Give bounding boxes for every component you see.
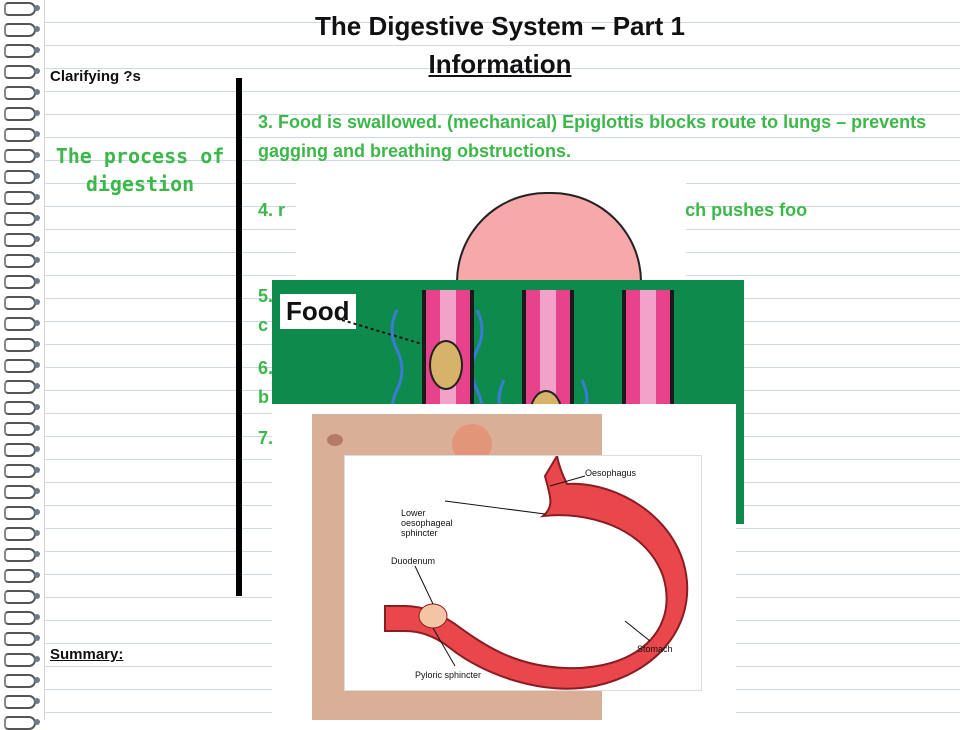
label-oesophagus: Oesophagus (585, 468, 637, 478)
spiral-ring (4, 548, 40, 562)
clarifying-questions-label: Clarifying ?s (50, 68, 141, 85)
stomach-shape (384, 456, 689, 690)
head-illustration (296, 170, 686, 290)
spiral-ring (4, 107, 40, 121)
page-title: The Digestive System – Part 1 (315, 11, 685, 41)
spiral-ring (4, 170, 40, 184)
spiral-ring (4, 296, 40, 310)
spiral-ring (4, 212, 40, 226)
spiral-ring (4, 569, 40, 583)
spiral-ring (4, 716, 40, 730)
label-stomach: Stomach (637, 644, 673, 654)
spiral-ring (4, 422, 40, 436)
spiral-ring (4, 443, 40, 457)
nipple-left (327, 434, 343, 446)
margin-line (44, 0, 45, 720)
spiral-ring (4, 674, 40, 688)
spiral-ring (4, 506, 40, 520)
spiral-ring (4, 527, 40, 541)
spiral-ring (4, 611, 40, 625)
label-pyloric: Pyloric sphincter (415, 670, 482, 680)
head-shape (456, 192, 642, 290)
spiral-ring (4, 2, 40, 16)
spiral-ring (4, 86, 40, 100)
spiral-ring (4, 695, 40, 709)
spiral-ring (4, 653, 40, 667)
food-bolus (429, 340, 463, 390)
food-label: Food (280, 294, 356, 329)
spiral-ring (4, 338, 40, 352)
spiral-ring (4, 191, 40, 205)
spiral-ring (4, 464, 40, 478)
label-lower-sphincter: Lower oesophageal sphincter (401, 508, 453, 538)
notebook-spiral (0, 0, 44, 730)
spiral-ring (4, 380, 40, 394)
summary-label: Summary: (50, 646, 124, 663)
spiral-ring (4, 317, 40, 331)
spiral-ring (4, 65, 40, 79)
step-3-text: 3. Food is swallowed. (mechanical) Epigl… (258, 112, 927, 161)
stomach-diagram: Oesophagus Lower oesophageal sphincter D… (344, 455, 702, 691)
spiral-ring (4, 359, 40, 373)
topic-label: The process of digestion (55, 144, 225, 196)
spiral-ring (4, 149, 40, 163)
spiral-ring (4, 44, 40, 58)
spiral-ring (4, 275, 40, 289)
spiral-ring (4, 632, 40, 646)
spiral-ring (4, 23, 40, 37)
page-subtitle: Information (428, 49, 572, 79)
label-duodenum: Duodenum (391, 556, 436, 566)
column-divider (236, 78, 242, 596)
spiral-ring (4, 401, 40, 415)
spiral-ring (4, 485, 40, 499)
spiral-ring (4, 590, 40, 604)
spiral-ring (4, 233, 40, 247)
step-5-text: 5. c (258, 286, 274, 335)
spiral-ring (4, 128, 40, 142)
spiral-ring (4, 254, 40, 268)
